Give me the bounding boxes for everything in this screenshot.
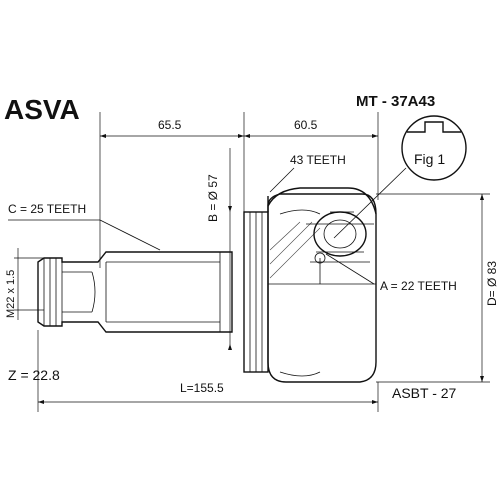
z-value-label: Z = 22.8 — [8, 367, 60, 383]
fig-leader-line — [333, 167, 407, 239]
total-length-dimension: L=155.5 — [37, 330, 379, 412]
asbt-label: ASBT - 27 — [392, 385, 457, 401]
part-code: MT - 37A43 — [356, 93, 435, 110]
total-length-label: L=155.5 — [180, 381, 224, 395]
top-dimensions: 65.5 60.5 — [99, 112, 379, 268]
abs-teeth-label: 43 TEETH — [290, 153, 346, 167]
brand-name: ASVA — [4, 94, 80, 125]
outer-diameter-label: D= Ø 83 — [485, 261, 499, 306]
thread-label: M22 x 1.5 — [5, 270, 17, 318]
length-right-label: 60.5 — [294, 118, 318, 132]
bore-dimension: B = Ø 57 — [206, 148, 232, 350]
fig-1-detail: Fig 1 — [333, 115, 467, 239]
outer-housing — [267, 187, 377, 383]
spline-profile-icon — [407, 121, 461, 133]
outer-spline-label: C = 25 TEETH — [8, 202, 86, 216]
thread-dimension: M22 x 1.5 — [5, 248, 44, 320]
fig-circle — [401, 115, 467, 181]
fig-label: Fig 1 — [414, 151, 445, 167]
ball-cage — [313, 211, 367, 257]
length-left-label: 65.5 — [158, 118, 182, 132]
bore-label: B = Ø 57 — [206, 174, 220, 222]
shaft — [37, 251, 233, 333]
abs-ring — [243, 196, 269, 373]
outer-diameter-dimension: D= Ø 83 — [376, 193, 499, 383]
inner-race — [306, 211, 374, 284]
inner-spline-label: A = 22 TEETH — [380, 279, 457, 293]
